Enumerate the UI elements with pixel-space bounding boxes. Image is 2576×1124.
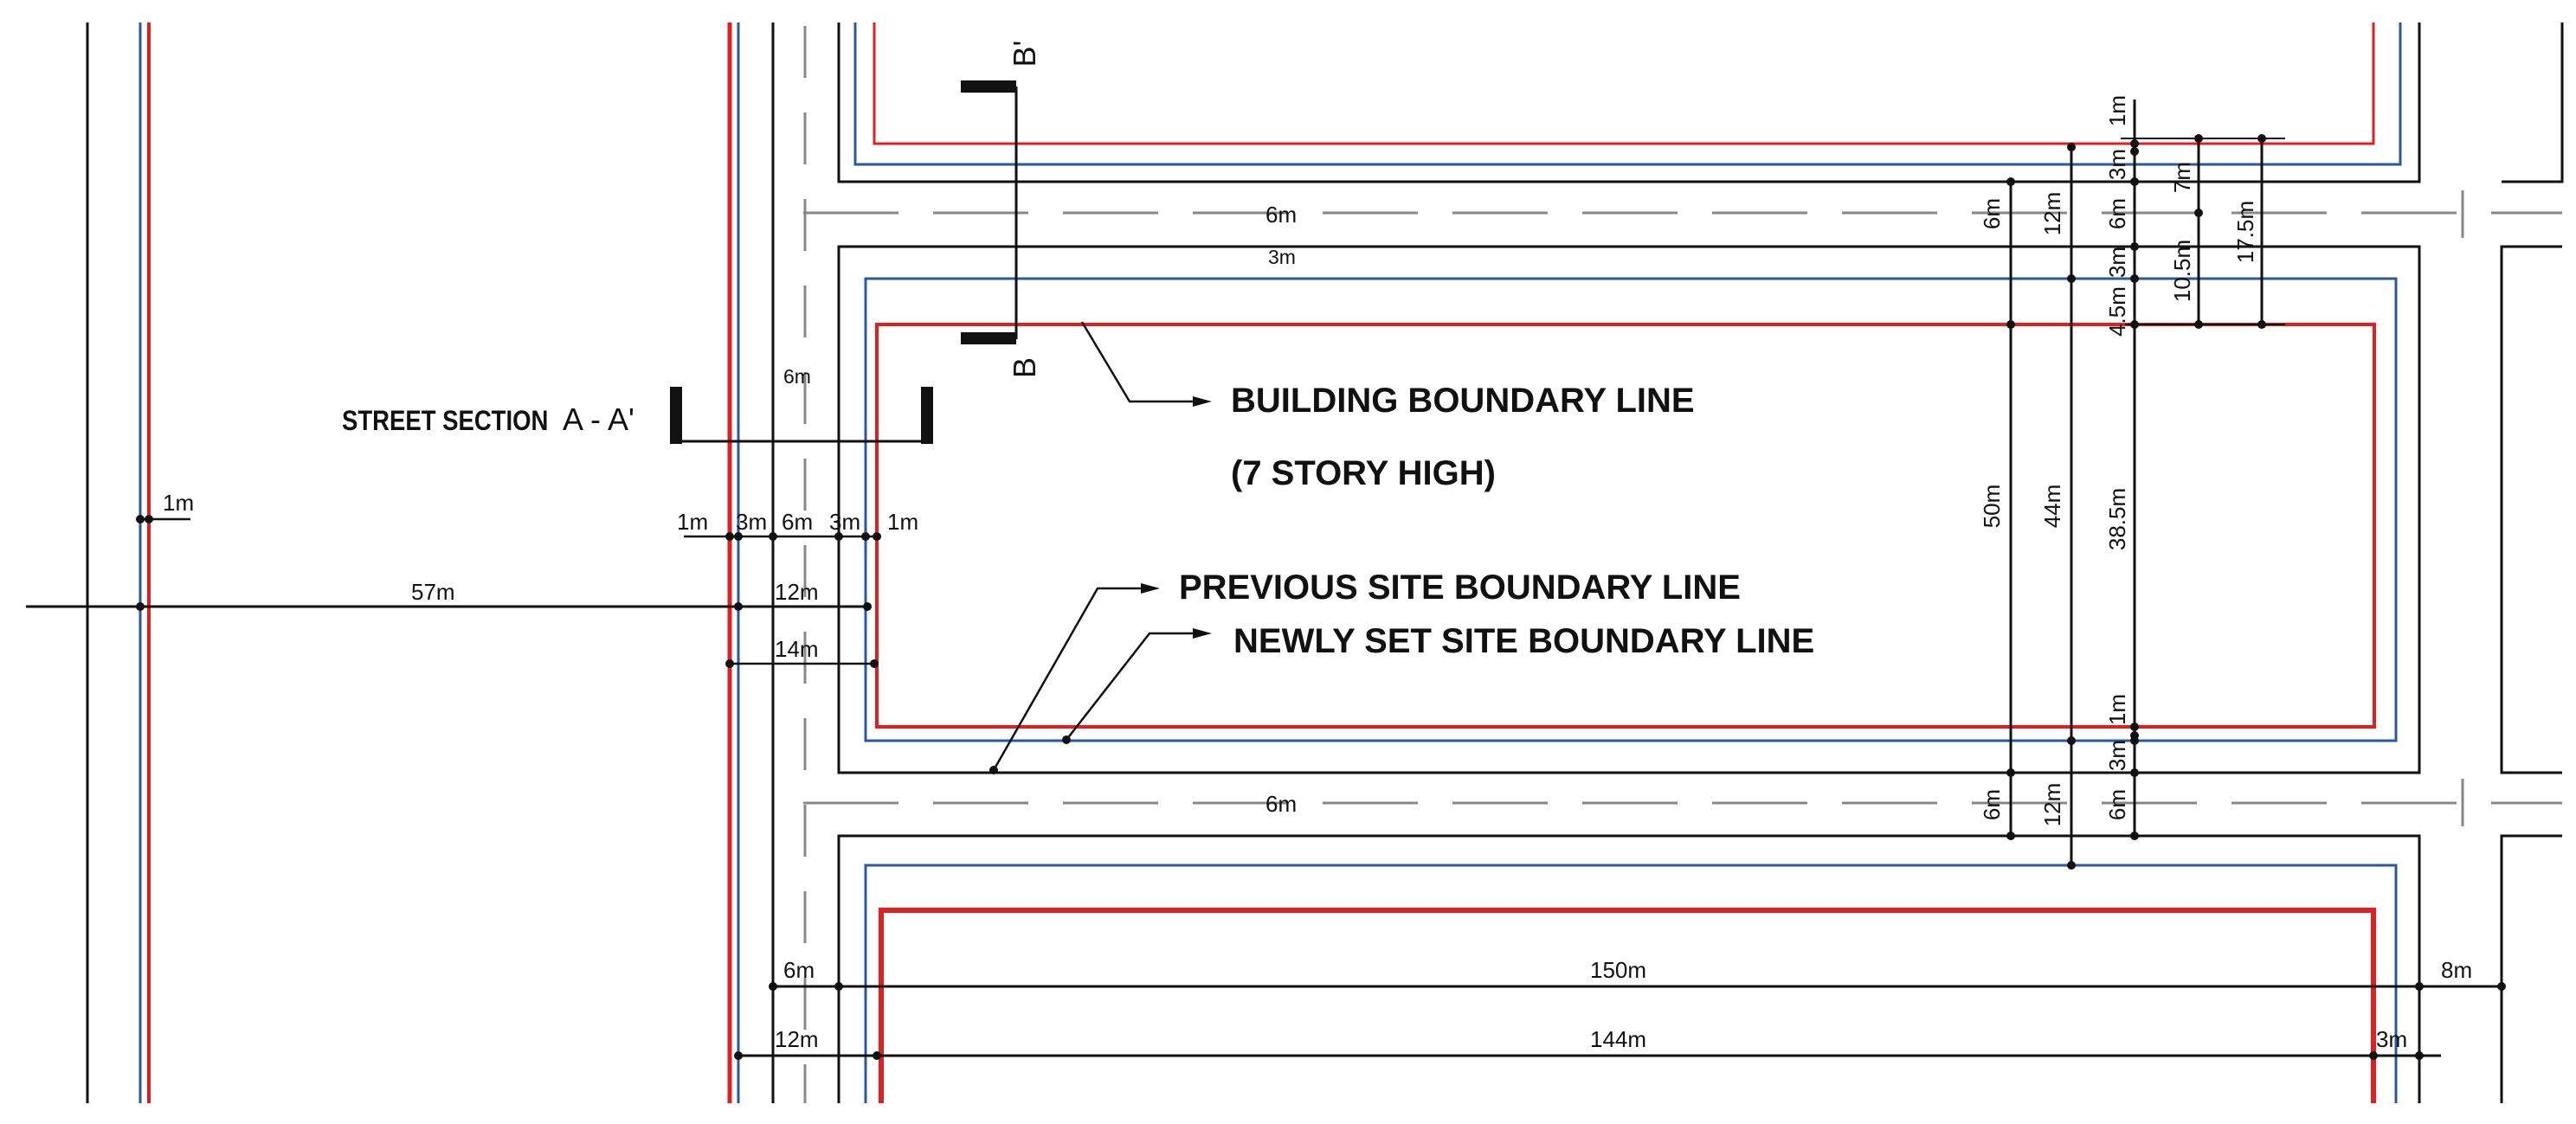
street-section-title: STREET SECTION [342,406,548,436]
dim-14m: 14m [775,636,819,662]
dim-12m: 12m [775,579,819,605]
section-b-bottom-label: B [1007,357,1042,378]
vertical-dimensions [2006,100,2285,870]
dim-v-top-4-5m: 4.5m [2104,286,2130,337]
dim-57m: 57m [411,579,455,605]
dim-v-44m: 44m [2039,485,2065,529]
dim-row-6m: 6m [782,509,813,535]
street-section-mark: A - A' [563,401,634,437]
dim-row-1m-a: 1m [677,509,708,535]
street-section-marker: STREET SECTION A - A' 6m [342,365,933,444]
dim-v-top-6m: 6m [1979,198,2005,229]
section-a-tick-left [670,387,682,444]
section-b-tick-top [961,80,1016,93]
dim-v-top-12m: 12m [2039,192,2065,236]
section-a-tick-right [921,387,933,444]
dim-row-3m-a: 3m [736,509,767,535]
section-6m-label: 6m [783,365,811,388]
dim-v-top-7m: 7m [2169,162,2195,193]
dim-bottom-6m: 6m [783,957,815,983]
dim-v-top-17-5m: 17.5m [2232,201,2258,263]
dim-left-1m: 1m [163,490,194,516]
section-b-top-label: B' [1007,41,1042,67]
dim-150m: 150m [1590,957,1646,983]
main-road-lines [727,22,807,1103]
dim-v-top-6m-b: 6m [2104,198,2130,229]
dim-row-3m-b: 3m [829,509,860,535]
road-bottom-6m: 6m [1265,791,1297,817]
dim-v-50m: 50m [1979,485,2005,529]
top-3m-label: 3m [1268,246,1296,268]
top-block [837,22,2421,183]
road-centerlines [803,190,2562,826]
right-blocks [2500,22,2564,1103]
middle-block [837,245,2421,774]
dim-v-top-1m: 1m [2104,95,2130,126]
dim-v-bottom-6m-b: 6m [2104,789,2130,820]
dim-bottom-12m: 12m [775,1026,819,1052]
left-dimensions [26,515,881,668]
dim-right-3m: 3m [2376,1026,2407,1052]
bottom-block [837,834,2421,1103]
dim-row-1m-b: 1m [887,509,918,535]
dim-v-38-5m: 38.5m [2104,488,2130,550]
note-previous-boundary: PREVIOUS SITE BOUNDARY LINE [1179,568,1741,607]
left-street-lines [86,22,151,1103]
dim-right-8m: 8m [2441,957,2472,983]
dim-v-top-10-5m: 10.5m [2169,240,2195,302]
dim-v-bottom-1m: 1m [2104,694,2130,725]
section-b-marker: B' B [961,41,1042,378]
note-newly-set-boundary: NEWLY SET SITE BOUNDARY LINE [1233,622,1814,660]
leader-lines [989,321,1212,774]
road-top-6m: 6m [1265,202,1297,228]
dim-v-bottom-12m: 12m [2039,783,2065,827]
note-building-boundary: BUILDING BOUNDARY LINE [1231,382,1695,420]
note-story-high: (7 STORY HIGH) [1231,454,1496,492]
section-b-tick-bottom [961,332,1016,344]
dim-v-top-3m-b: 3m [2104,247,2130,278]
dim-144m: 144m [1590,1026,1646,1052]
dim-v-bottom-3m: 3m [2104,740,2130,771]
dim-v-top-3m: 3m [2104,149,2130,180]
bottom-dimensions [734,982,2506,1060]
dim-v-bottom-6m: 6m [1979,789,2005,820]
